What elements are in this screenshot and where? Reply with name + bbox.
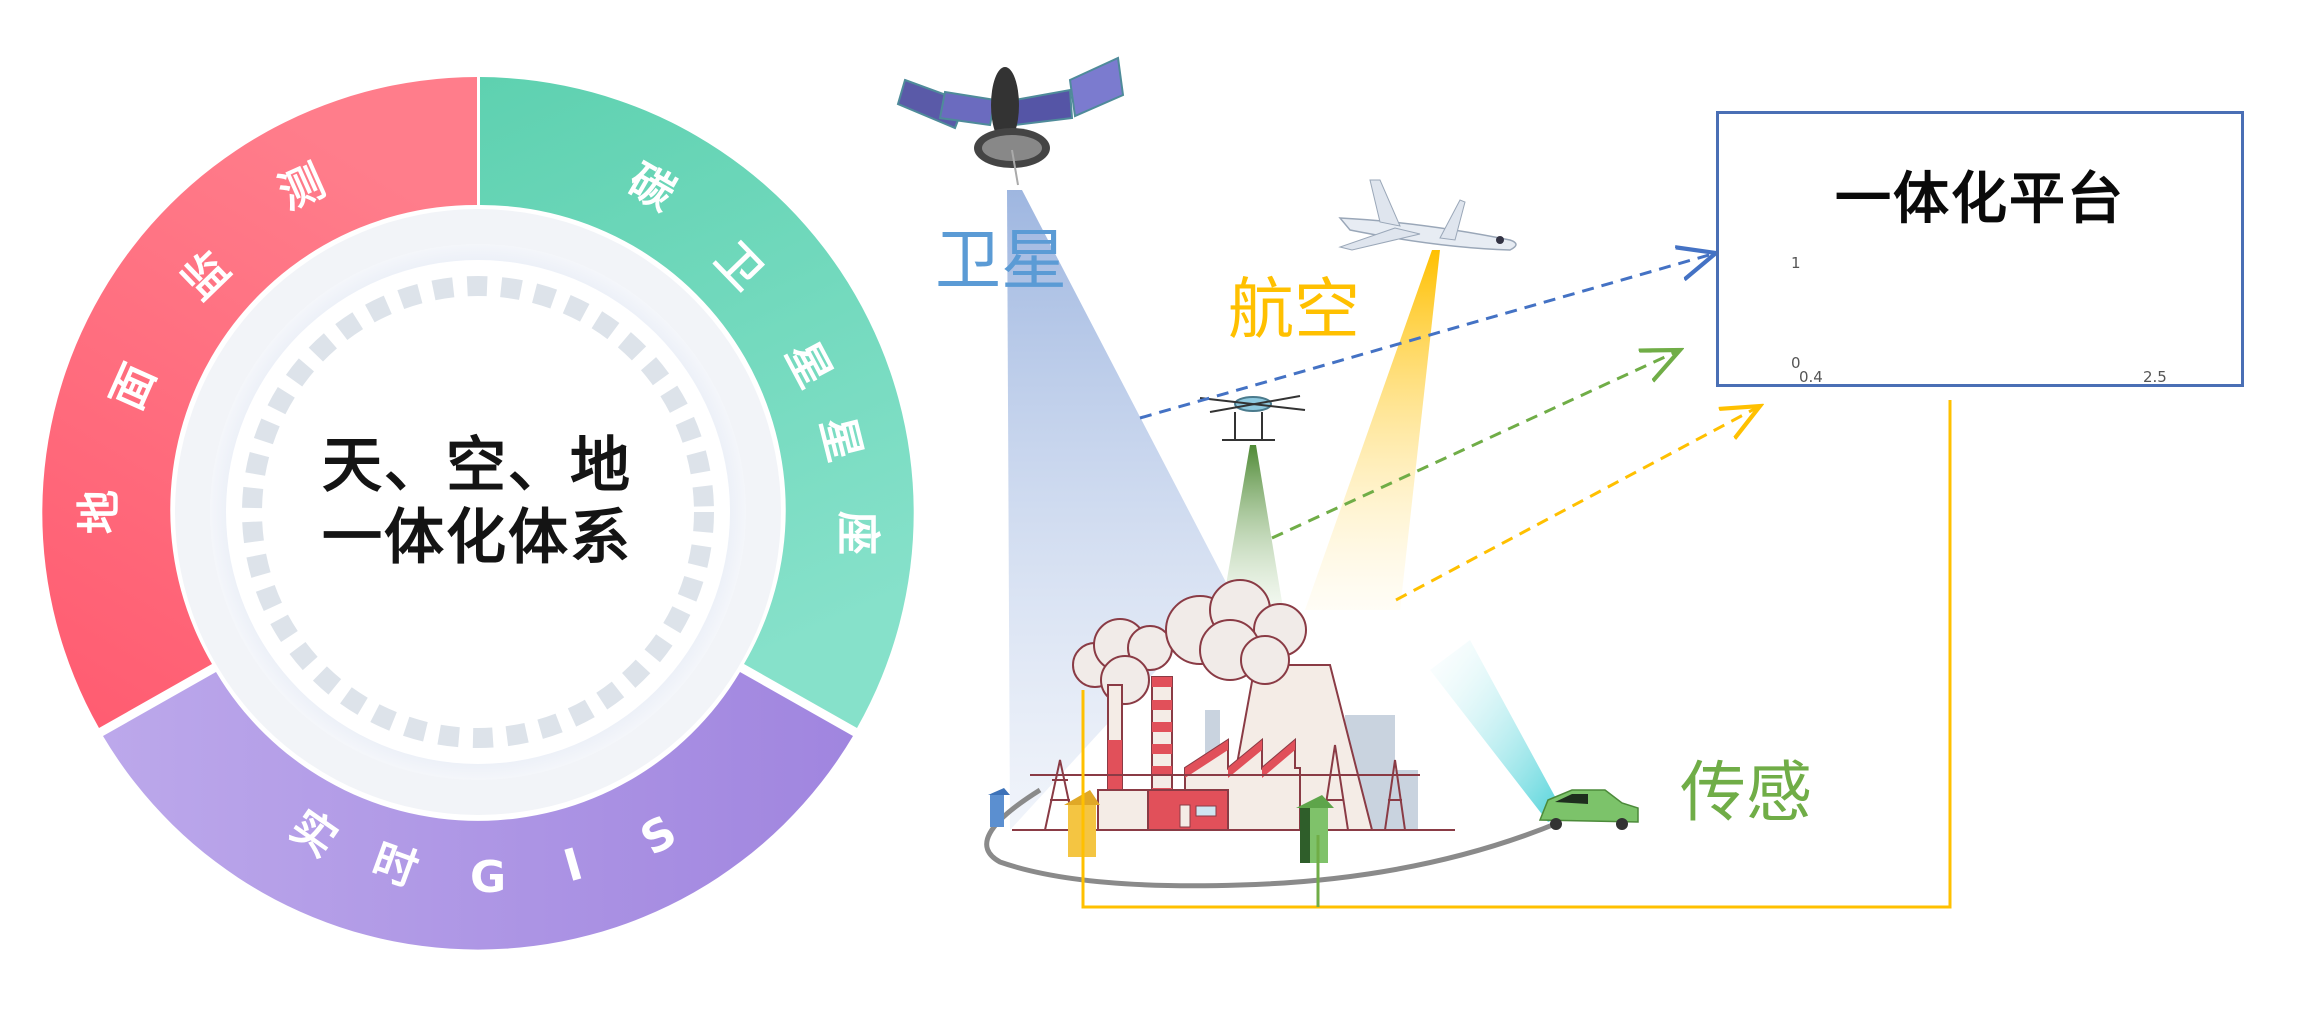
satellite-label: 卫星 (935, 222, 1067, 299)
center-title: 天、空、地 一体化体系 (277, 430, 677, 574)
ground-data-line (1081, 400, 1952, 909)
factory-illustration (1012, 579, 1455, 831)
drone-to-platform-link (1271, 350, 1680, 540)
sensor-station-blue (988, 788, 1010, 827)
satellite-beam (1007, 190, 1230, 830)
road-loop (984, 787, 1561, 889)
aviation-beam (1305, 250, 1440, 610)
sensor-station-green (1296, 795, 1334, 863)
drone-icon (1199, 395, 1306, 441)
system-ring (42, 77, 914, 950)
platform-title: 一体化平台 (1835, 167, 2125, 232)
center-title-line1: 天、空、地 (322, 431, 632, 501)
car-icon (1538, 789, 1639, 830)
airplane-icon (1338, 179, 1517, 251)
x-axis-min: 0.4 (1799, 368, 1823, 386)
y-axis-max: 1 (1791, 254, 1801, 272)
car-beam (1430, 640, 1565, 822)
ring-char: 地 (74, 490, 125, 534)
ground-to-platform-link (1395, 406, 1760, 602)
segment-carbon-satellite[interactable] (480, 77, 914, 728)
segment-realtime-gis[interactable] (103, 672, 853, 950)
satellite-icon (896, 56, 1125, 186)
integrated-platform-panel[interactable]: 一体化平台 1 0 0.4 2.5 (1716, 111, 2244, 387)
y-axis-min: 0 (1791, 354, 1801, 372)
dashed-ring (242, 276, 714, 748)
center-title-line2: 一体化体系 (322, 503, 632, 573)
x-axis-max: 2.5 (2143, 368, 2167, 386)
ring-char: 座 (832, 511, 883, 555)
segment-ground-monitoring[interactable] (42, 77, 478, 728)
drone-beam (1220, 445, 1285, 620)
ring-char: G (470, 852, 506, 903)
aviation-label: 航空 (1228, 271, 1360, 348)
sensing-label: 传感 (1680, 754, 1812, 831)
